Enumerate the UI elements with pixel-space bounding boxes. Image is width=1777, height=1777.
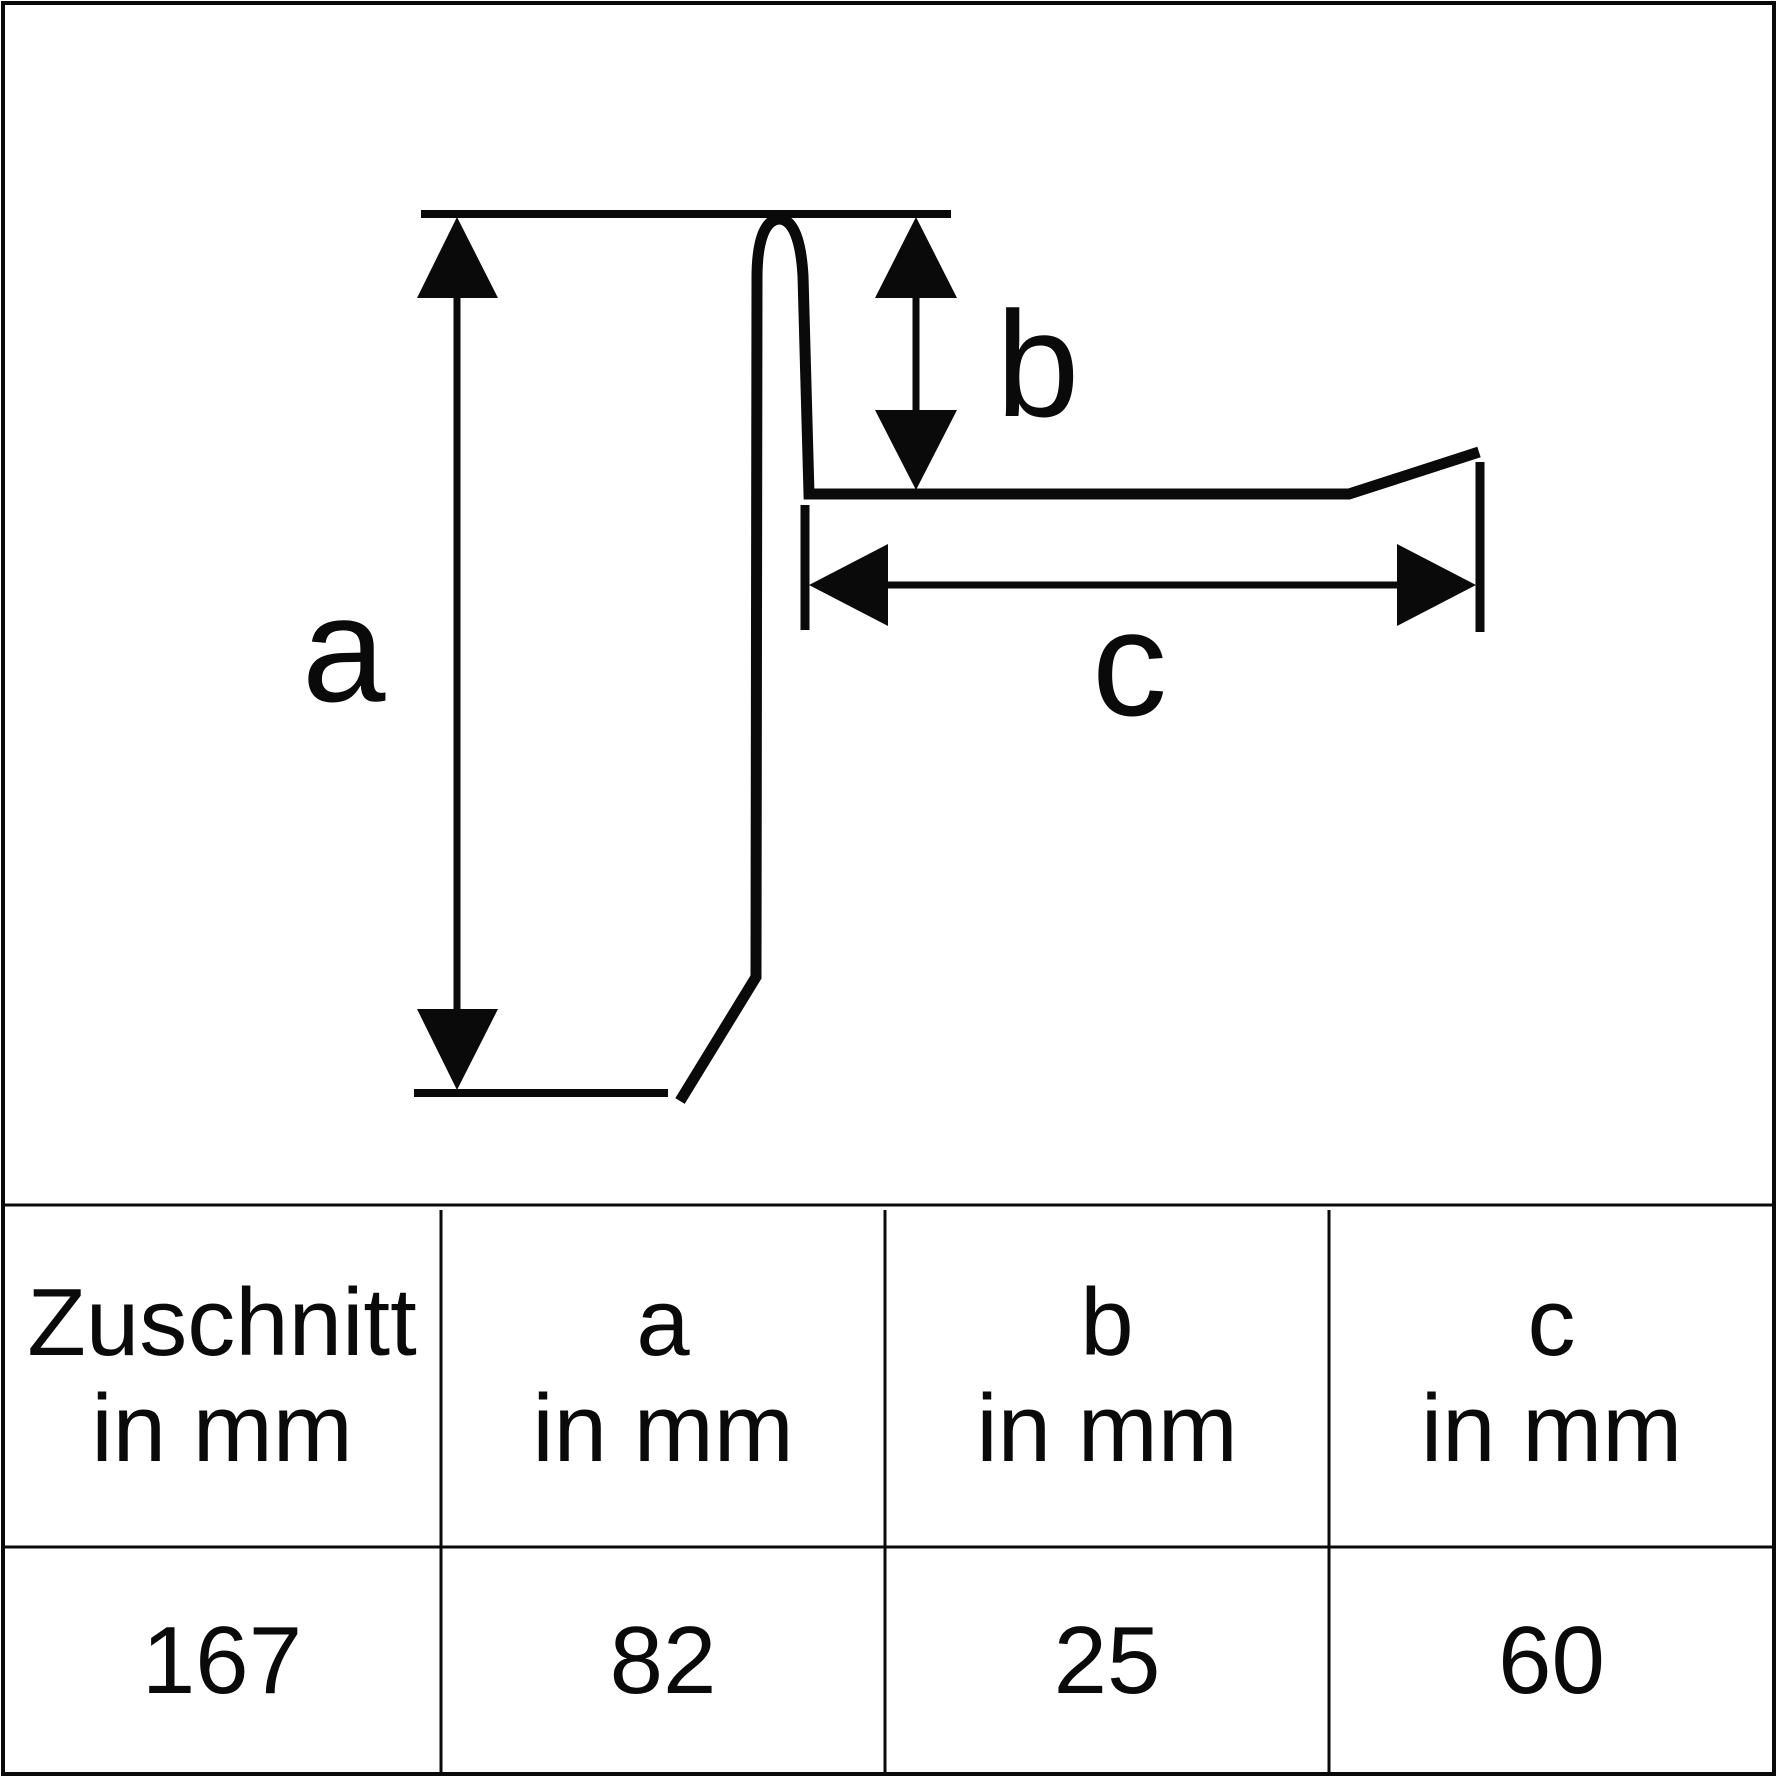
table-header-zuschnitt: Zuschnitt in mm	[3, 1205, 441, 1547]
dimension-b-arrow-down	[875, 410, 957, 490]
table-header-b: b in mm	[885, 1205, 1329, 1547]
table-header-c: c in mm	[1329, 1205, 1774, 1547]
dimension-a-label: a	[302, 565, 386, 733]
table-value-c: 60	[1498, 1606, 1605, 1714]
table-header-zuschnitt-line2: in mm	[91, 1375, 353, 1482]
table-header-b-line1: b	[1080, 1269, 1134, 1376]
dimension-c-arrow-right	[1397, 544, 1476, 626]
table-header-b-line2: in mm	[976, 1375, 1238, 1482]
table-value-b: 25	[1053, 1606, 1161, 1714]
table-header-a-line2: in mm	[532, 1375, 794, 1482]
sheet-metal-profile	[675, 213, 1481, 1104]
table-value-zuschnitt: 167	[141, 1606, 303, 1714]
table-header-a: a in mm	[441, 1205, 885, 1547]
table-header-a-line1: a	[636, 1269, 690, 1376]
dimension-a-arrow-up	[417, 217, 498, 298]
table-value-a: 82	[609, 1606, 717, 1714]
table-header-c-line2: in mm	[1420, 1375, 1683, 1482]
dimension-c-label: c	[1092, 579, 1167, 747]
dimension-a-arrow-down	[417, 1009, 498, 1090]
dimension-c-arrow-left	[809, 544, 888, 626]
table-header-zuschnitt-line1: Zuschnitt	[27, 1269, 417, 1376]
dimension-b-arrow-up	[875, 217, 957, 298]
dimension-b-label: b	[996, 280, 1080, 448]
table-header-c-line1: c	[1527, 1269, 1576, 1376]
